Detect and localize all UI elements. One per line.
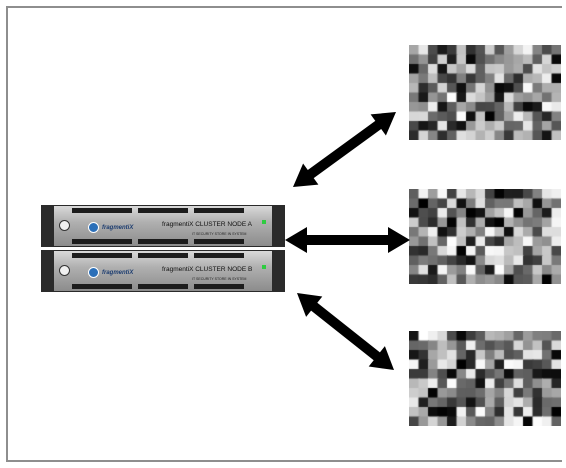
arrow-to-client-1 — [293, 112, 396, 187]
cluster-node-b: fragmentiX fragmentiX CLUSTER NODE B IT … — [41, 250, 285, 292]
brand-logo-icon — [88, 222, 99, 233]
pixelated-client-image-icon — [409, 189, 561, 284]
client-2 — [409, 189, 561, 284]
node-b-subtitle: IT SECURITY STORE IN SYSTEM — [192, 277, 247, 281]
client-3 — [409, 331, 561, 426]
server-cluster: fragmentiX fragmentiX CLUSTER NODE A IT … — [41, 205, 285, 292]
brand-logo-icon — [88, 267, 99, 278]
node-b-brand: fragmentiX — [102, 269, 134, 276]
status-led-icon — [262, 265, 266, 269]
client-1 — [409, 45, 561, 140]
cluster-node-a: fragmentiX fragmentiX CLUSTER NODE A IT … — [41, 205, 285, 247]
node-a-label: fragmentiX CLUSTER NODE A — [162, 221, 252, 228]
power-knob-icon — [59, 265, 70, 276]
pixelated-client-image-icon — [409, 45, 561, 140]
power-knob-icon — [59, 220, 70, 231]
arrow-to-client-3 — [297, 293, 394, 370]
node-a-subtitle: IT SECURITY STORE IN SYSTEM — [192, 232, 247, 236]
pixelated-client-image-icon — [409, 331, 561, 426]
status-led-icon — [262, 220, 266, 224]
node-a-brand: fragmentiX — [102, 224, 134, 231]
arrow-to-client-2 — [285, 227, 410, 253]
node-b-label: fragmentiX CLUSTER NODE B — [162, 266, 253, 273]
